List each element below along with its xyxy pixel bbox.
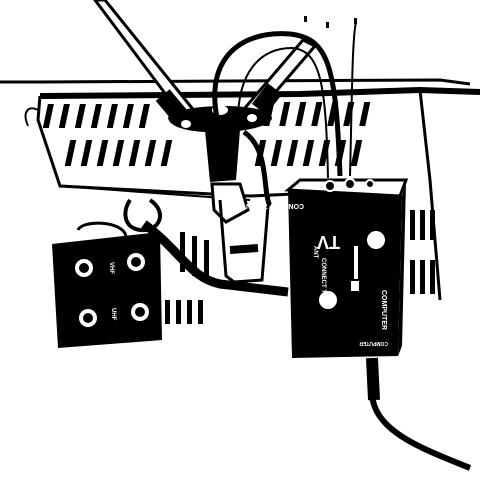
connect-to-antenna-label: CONNECT TO ANTENNA <box>222 202 304 209</box>
connect-to-tv-label: CONNECT TO TV <box>320 258 326 307</box>
uhf-label: UHF <box>110 308 116 321</box>
twin-lead-loop <box>212 21 357 179</box>
selector-slide-switch <box>354 246 358 290</box>
vent-slots <box>42 102 435 324</box>
vhf-label: VHF <box>108 262 114 274</box>
rf-switch-box: CONNECT TO ANTENNA TV CONNECT TO TV ANT … <box>222 178 409 358</box>
antenna-terminal-left <box>324 180 336 192</box>
antenna-terminal-mid <box>344 178 356 190</box>
tv-label: TV <box>317 232 340 252</box>
computer-cable <box>366 357 472 471</box>
switch-screw-top <box>367 231 385 249</box>
antenna-terminal-right <box>365 179 375 189</box>
bottom-computer-label: COMPUTER <box>359 340 388 346</box>
tiny-markings <box>304 16 357 28</box>
ant-label: ANT <box>312 246 318 259</box>
switch-screw-bottom <box>319 291 337 309</box>
matching-transformer: VHF UHF <box>52 221 162 348</box>
antenna-rods <box>93 0 318 127</box>
computer-label: COMPUTER <box>380 290 387 330</box>
